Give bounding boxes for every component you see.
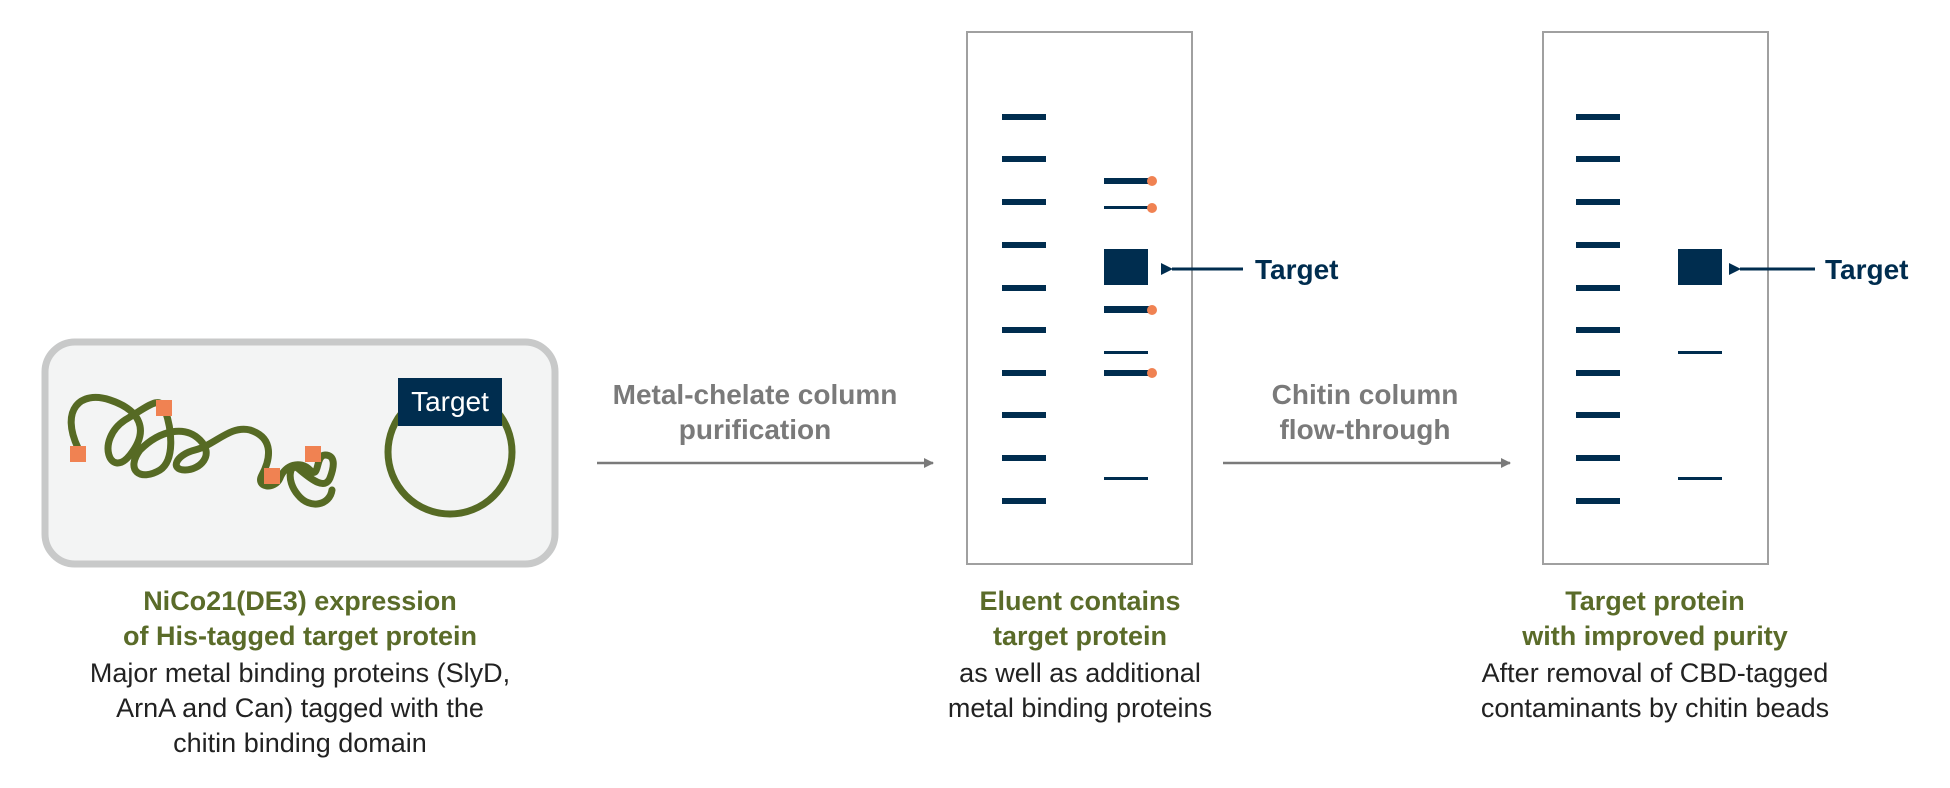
gel2-title-line: Target protein xyxy=(1565,586,1745,616)
ladder-band xyxy=(1002,114,1046,120)
gel2-title: Target protein with improved purity xyxy=(1440,584,1870,654)
gel2-target-label: Target xyxy=(1825,254,1909,285)
gel2-description: After removal of CBD-tagged contaminants… xyxy=(1440,656,1870,726)
ladder-band xyxy=(1576,285,1620,291)
cbd-tag-dot xyxy=(1147,305,1157,315)
contaminant-band xyxy=(1104,477,1148,480)
target-band xyxy=(1678,249,1722,285)
ladder-band xyxy=(1576,156,1620,162)
gel1-target-label: Target xyxy=(1255,254,1339,285)
cbd-tag-dot xyxy=(1147,176,1157,186)
panel1-title-line: NiCo21(DE3) expression xyxy=(143,586,457,616)
gel2-frame xyxy=(1542,31,1769,565)
gel1-title-line: Eluent contains xyxy=(979,586,1181,616)
ladder-band xyxy=(1002,412,1046,418)
panel1-desc-line: Major metal binding proteins (SlyD, xyxy=(89,658,511,688)
gel1-description: as well as additional metal binding prot… xyxy=(880,656,1280,726)
cell-box xyxy=(41,338,559,568)
ladder-band xyxy=(1576,114,1620,120)
ladder-band xyxy=(1002,455,1046,461)
tangled-protein-strand xyxy=(67,393,337,508)
panel1-title: NiCo21(DE3) expression of His-tagged tar… xyxy=(20,584,580,654)
gel1-ladder xyxy=(1002,114,1046,504)
gel1-sample-lane xyxy=(1104,176,1157,480)
tag-marker xyxy=(156,400,172,416)
contaminant-band xyxy=(1678,477,1722,480)
ladder-band xyxy=(1002,370,1046,376)
cbd-tag-dot xyxy=(1147,203,1157,213)
panel1-title-line: of His-tagged target protein xyxy=(122,621,477,651)
ladder-band xyxy=(1002,156,1046,162)
panel1-desc-line: chitin binding domain xyxy=(173,728,427,758)
cbd-tag-dot xyxy=(1147,368,1157,378)
gel2-desc-line: After removal of CBD-tagged xyxy=(1481,658,1829,688)
ladder-band xyxy=(1002,199,1046,205)
target-tag-label: Target xyxy=(411,386,489,417)
step1-line: purification xyxy=(678,414,832,445)
ladder-band xyxy=(1002,242,1046,248)
ladder-band xyxy=(1576,370,1620,376)
step2-line: Chitin column xyxy=(1271,379,1459,410)
gel1-frame xyxy=(966,31,1193,565)
contaminant-band xyxy=(1104,351,1148,354)
ladder-band xyxy=(1576,242,1620,248)
panel1-desc-line: ArnA and Can) tagged with the xyxy=(116,693,484,723)
tag-marker xyxy=(70,446,86,462)
contaminant-band xyxy=(1104,306,1150,313)
gel2-title-line: with improved purity xyxy=(1522,621,1788,651)
target-tag: Target xyxy=(398,378,502,426)
panel1-description: Major metal binding proteins (SlyD, ArnA… xyxy=(20,656,580,761)
step1-label: Metal-chelate column purification xyxy=(585,377,925,447)
ladder-band xyxy=(1576,455,1620,461)
ladder-band xyxy=(1002,285,1046,291)
gel1-desc-line: as well as additional xyxy=(959,658,1201,688)
contaminant-band xyxy=(1104,206,1150,209)
ladder-band xyxy=(1002,327,1046,333)
gel1-desc-line: metal binding proteins xyxy=(947,693,1213,723)
ladder-band xyxy=(1576,327,1620,333)
target-band xyxy=(1104,249,1148,285)
ladder-band xyxy=(1576,199,1620,205)
gel1-title-line: target protein xyxy=(992,621,1167,651)
step1-line: Metal-chelate column xyxy=(612,379,898,410)
contaminant-band xyxy=(1678,351,1722,354)
tag-marker xyxy=(305,446,321,462)
gel2-sample-lane xyxy=(1678,249,1722,480)
ladder-band xyxy=(1576,498,1620,504)
ladder-band xyxy=(1576,412,1620,418)
gel2-ladder xyxy=(1576,114,1620,504)
ladder-band xyxy=(1002,498,1046,504)
step2-label: Chitin column flow-through xyxy=(1215,377,1515,447)
gel2-desc-line: contaminants by chitin beads xyxy=(1480,693,1830,723)
gel1-title: Eluent contains target protein xyxy=(880,584,1280,654)
tag-marker xyxy=(264,468,280,484)
contaminant-band xyxy=(1104,178,1150,184)
contaminant-band xyxy=(1104,370,1150,376)
step2-line: flow-through xyxy=(1279,414,1451,445)
